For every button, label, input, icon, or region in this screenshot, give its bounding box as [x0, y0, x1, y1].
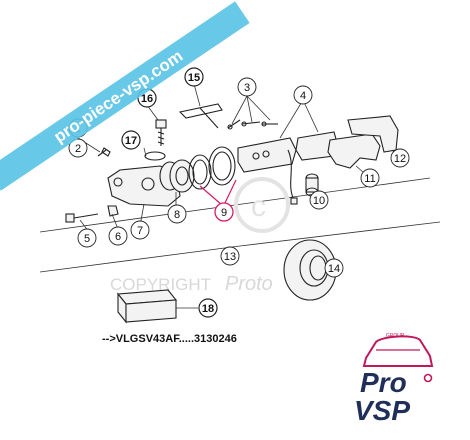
callout-3: 3	[237, 77, 257, 97]
logo-pro-text: Pro	[360, 367, 407, 398]
callout-11: 11	[360, 168, 380, 188]
caliper-bracket	[327, 133, 381, 169]
svg-text:3: 3	[244, 82, 250, 94]
callout-9: 9	[214, 202, 234, 222]
callout-10: 10	[309, 190, 329, 210]
callout-5: 5	[77, 228, 97, 248]
logo-vsp-text: VSP	[354, 395, 410, 426]
svg-text:17: 17	[125, 135, 137, 147]
pro-vsp-logo: GROUP Pro VSP	[354, 333, 434, 426]
logo-group-text: GROUP	[386, 333, 405, 339]
copyright-watermark: COPYRIGHT	[110, 275, 211, 294]
pad-pins	[227, 119, 278, 130]
brake-pads	[237, 131, 339, 205]
svg-text:10: 10	[313, 195, 325, 207]
callout-12: 12	[390, 148, 410, 168]
copyright-brand-watermark: Proto	[225, 273, 273, 295]
svg-text:11: 11	[364, 173, 375, 185]
svg-text:5: 5	[84, 233, 90, 245]
callout-4: 4	[293, 85, 313, 105]
copyright-circle-watermark	[234, 177, 290, 233]
svg-text:16: 16	[141, 93, 153, 105]
caliper-bolt	[155, 119, 167, 146]
piston	[159, 159, 195, 193]
callout-18: 18	[198, 298, 218, 318]
callout-17: 17	[121, 130, 141, 150]
piston-seals	[188, 146, 236, 190]
svg-text:2: 2	[75, 143, 81, 155]
svg-text:6: 6	[115, 231, 121, 243]
callout-14: 14	[324, 258, 344, 278]
logo-dot	[423, 373, 433, 383]
svg-text:13: 13	[224, 251, 236, 263]
divider-line-bottom	[39, 221, 441, 273]
website-banner: pro-piece-vsp.com	[0, 1, 250, 191]
callout-6: 6	[108, 226, 128, 246]
callout-7: 7	[130, 220, 150, 240]
callout-8: 8	[167, 204, 187, 224]
logo-car-icon	[362, 335, 434, 367]
svg-text:12: 12	[394, 153, 406, 165]
spring-clip	[178, 103, 223, 129]
lock-plate	[107, 205, 119, 217]
mounting-bolt	[65, 213, 99, 223]
callout-2: 2	[68, 138, 88, 158]
copyright-c-watermark: c	[251, 190, 266, 223]
washer	[144, 151, 166, 161]
svg-text:8: 8	[174, 209, 180, 221]
svg-text:18: 18	[202, 303, 214, 315]
caliper-carrier	[347, 115, 399, 153]
seal-leader-a	[199, 185, 223, 206]
bleed-screw	[97, 147, 111, 157]
repair-kit-box	[116, 289, 178, 324]
callout-13: 13	[220, 246, 240, 266]
website-banner-text: pro-piece-vsp.com	[50, 46, 186, 146]
svg-text:4: 4	[300, 90, 306, 102]
svg-text:7: 7	[137, 225, 143, 237]
svg-text:14: 14	[328, 263, 340, 275]
svg-text:15: 15	[188, 72, 200, 84]
svg-text:9: 9	[221, 207, 227, 219]
part-reference-note: -->VLGSV43AF.....3130246	[102, 333, 237, 345]
seal-leader-b	[223, 179, 237, 206]
callout-15: 15	[184, 67, 204, 87]
leader-lines	[77, 83, 401, 309]
